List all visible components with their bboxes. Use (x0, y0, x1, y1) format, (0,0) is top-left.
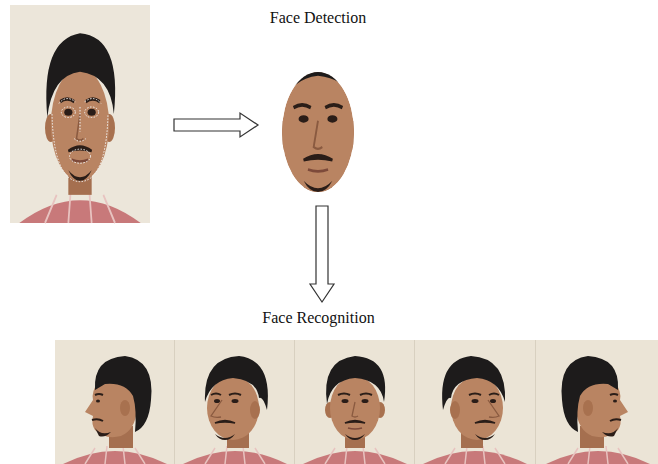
illustration-shape (52, 114, 108, 182)
illustration-shape (59, 99, 101, 104)
illustration-shape (55, 340, 658, 464)
illustration-shape (174, 340, 175, 464)
illustration-shape (243, 35, 393, 238)
stage-heading: Face Recognition (55, 308, 658, 327)
detection-stage: Face Detection (258, 8, 378, 198)
illustration-shape (535, 340, 536, 464)
recognition-stage: Face Recognition (55, 308, 658, 464)
input-photo (10, 5, 150, 223)
illustration-shape (294, 340, 295, 464)
illustration-shape (52, 99, 108, 182)
illustration-shape (303, 356, 407, 464)
illustration-shape (63, 356, 167, 464)
illustration-shape (63, 356, 167, 464)
illustration-shape (546, 356, 650, 464)
illustration-shape (74, 107, 86, 141)
stage-heading: Face Detection (258, 8, 378, 27)
illustration-shape (303, 356, 407, 464)
illustration-shape (19, 33, 140, 223)
illustration-shape (19, 33, 140, 223)
detection-arrow (174, 113, 258, 137)
illustration-shape (183, 356, 287, 464)
illustration-shape (10, 5, 150, 223)
illustration-shape (70, 149, 91, 163)
illustration-shape (423, 356, 527, 464)
illustration-shape (183, 356, 287, 464)
illustration-shape (414, 340, 415, 464)
illustration-shape (423, 356, 527, 464)
detected-face (243, 35, 393, 238)
flow-arrow (310, 206, 334, 302)
illustration-shape (61, 107, 75, 118)
illustration-shape (546, 356, 650, 464)
pose-gallery (55, 340, 658, 464)
illustration-shape (243, 35, 393, 238)
illustration-shape (85, 107, 99, 118)
